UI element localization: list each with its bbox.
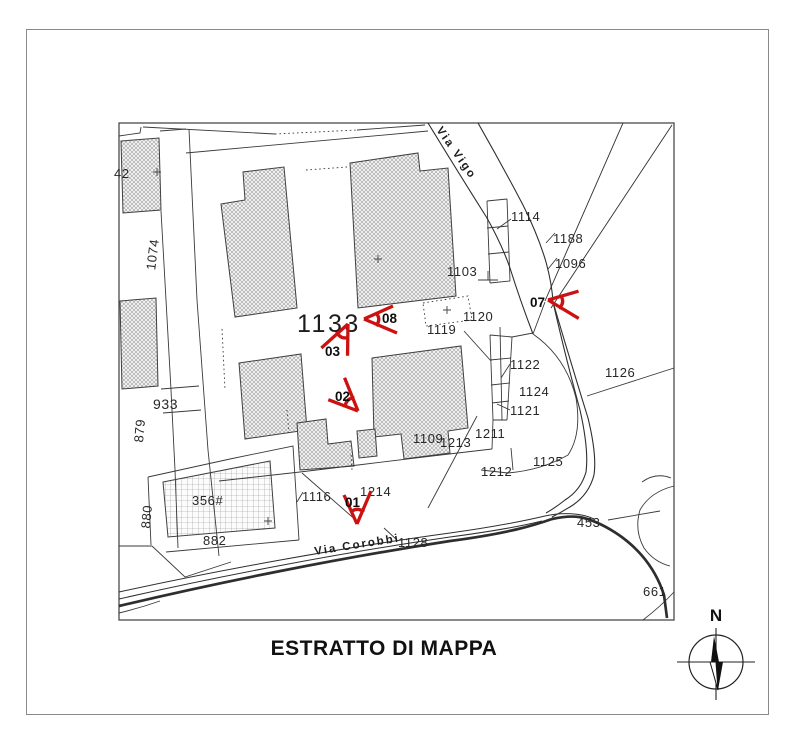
parcel-label: 879 <box>131 418 148 443</box>
building-footprint <box>220 166 298 318</box>
parcel-label: 356# <box>192 493 223 508</box>
parcel-label: 1212 <box>481 464 512 479</box>
parcel-label: 1211 <box>475 426 505 441</box>
parcel-356-grid <box>162 460 276 538</box>
survey-tick-marks <box>153 168 451 525</box>
photo-marker-label: 08 <box>382 311 398 326</box>
parcel-label: 1124 <box>519 384 549 399</box>
parcel-label: 1125 <box>533 454 563 469</box>
parcel-label: 1120 <box>463 309 493 324</box>
dotted-boundary-lines <box>221 129 473 471</box>
parcel-label: 1119 <box>427 322 456 337</box>
parcel-label: 1128 <box>398 535 428 550</box>
map-frame <box>118 122 675 621</box>
parcel-labels: 42 1074 933 879 880 356# 882 1116 1214 1… <box>114 166 667 599</box>
parcel-label: 1103 <box>447 264 477 279</box>
view-cone-icon <box>320 322 350 356</box>
north-compass: N <box>677 606 755 700</box>
parcel-label: 1116 <box>302 489 331 504</box>
view-cone-icon <box>547 289 580 320</box>
parcel-label: 1114 <box>511 209 540 224</box>
compass-circle <box>688 634 744 690</box>
photo-markers: 01 02 03 07 08 <box>320 289 580 525</box>
via-corobbi-upper-edge <box>118 513 595 593</box>
buildings-hatched <box>119 137 469 471</box>
photo-marker-label: 01 <box>345 495 361 510</box>
street-label-via-corobbi: Via Corobbi <box>314 533 401 558</box>
parcel-label: 661 <box>643 584 667 599</box>
page-border <box>26 29 769 715</box>
east-road-outer-edge <box>551 301 596 518</box>
view-cone-icon <box>327 377 360 413</box>
via-corobbi-middle-edge <box>118 520 543 600</box>
via-corobbi-road <box>118 515 669 619</box>
parcel-label: 880 <box>138 504 155 529</box>
parcel-label: 882 <box>203 533 227 548</box>
building-footprint <box>120 137 162 214</box>
northeast-boundary-diagonals <box>544 122 673 309</box>
photo-marker-03: 03 <box>320 322 350 359</box>
parcel-label: 1096 <box>555 256 586 271</box>
via-vigo-east-edge <box>477 122 588 514</box>
compass-needle-south-black <box>716 662 723 690</box>
photo-marker-08: 08 <box>363 304 398 335</box>
photo-marker-label: 02 <box>335 389 350 404</box>
compass-needle-north <box>711 636 719 662</box>
view-cone-icon <box>363 304 398 335</box>
photo-marker-label: 07 <box>530 295 545 310</box>
parcel-label: 1214 <box>360 484 391 499</box>
photo-marker-07: 07 <box>530 289 580 320</box>
via-vigo-west-edge <box>427 122 534 335</box>
parcel-label: 42 <box>114 166 130 181</box>
roads <box>118 122 673 619</box>
building-footprint <box>119 297 159 390</box>
view-cone-icon <box>342 490 373 525</box>
parcel-boundary-lines <box>118 124 675 621</box>
building-footprint <box>371 345 469 460</box>
parcel-label: 933 <box>153 396 178 412</box>
parcel-label: 453 <box>577 515 601 530</box>
photo-marker-01: 01 <box>342 490 373 525</box>
parcel-label: 1109 <box>413 431 443 446</box>
parcel-label: 1213 <box>440 435 471 450</box>
building-footprint <box>296 418 355 471</box>
photo-marker-label: 03 <box>325 344 341 359</box>
photo-marker-02: 02 <box>327 377 360 413</box>
north-label: N <box>710 606 722 625</box>
parcel-label: 1121 <box>510 403 540 418</box>
parcel-label: 1074 <box>143 238 162 271</box>
parcel-label-main: 1133 <box>297 310 361 338</box>
map-title: ESTRATTO DI MAPPA <box>270 637 498 660</box>
building-footprint <box>356 428 378 459</box>
building-footprint <box>349 152 457 309</box>
parcel-label: 1122 <box>510 357 540 372</box>
parcel-label: 1188 <box>553 231 583 246</box>
parcel-label: 1126 <box>605 365 635 380</box>
